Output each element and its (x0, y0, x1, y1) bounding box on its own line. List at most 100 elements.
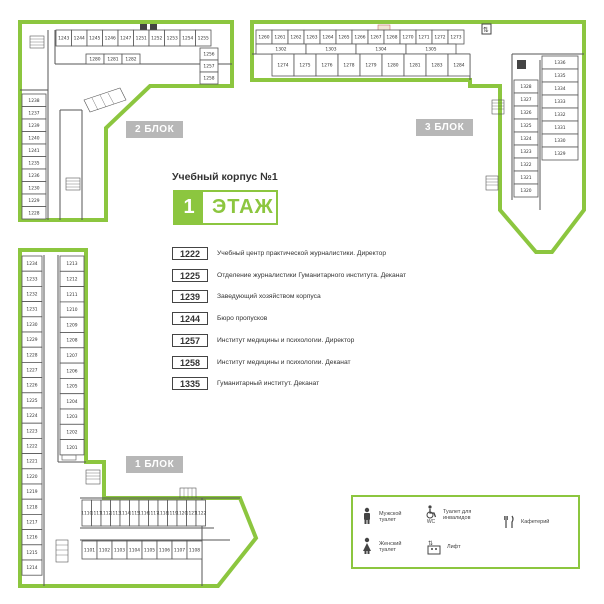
legend-row: 1222 Учебный центр практической журналис… (172, 246, 386, 261)
room-number: 1333 (554, 99, 565, 105)
legend-row: 1225 Отделение журналистики Гуманитарног… (172, 268, 406, 283)
room-number: 1205 (66, 384, 77, 390)
room-number: 1223 (26, 428, 37, 434)
room-number: 1215 (26, 550, 37, 556)
stairs-icon (491, 99, 505, 115)
room-number: 1252 (151, 36, 162, 42)
room-number: 1224 (26, 413, 37, 419)
room-number: 1239 (28, 123, 39, 129)
stairs-icon (83, 87, 127, 113)
room-number: 1244 (74, 36, 85, 42)
elevator-icon (140, 24, 157, 33)
room-number: 1324 (520, 136, 531, 142)
svg-text:⇅: ⇅ (483, 26, 489, 34)
room-number: 1334 (554, 86, 565, 92)
room-number: 1208 (66, 338, 77, 344)
key-male-toilet: Мужской туалет (361, 507, 411, 527)
room-number: 1209 (66, 322, 77, 328)
cafeteria-icon (504, 515, 514, 528)
room-number: 1235 (28, 160, 39, 166)
stairs-icon (179, 487, 197, 499)
room-number: 1116 (138, 511, 149, 517)
room-number: 1280 (387, 63, 398, 69)
key-elevator: ⇅ Лифт (427, 539, 461, 555)
key-elevator-label: Лифт (447, 543, 461, 550)
room-number: 1279 (365, 63, 376, 69)
elevator-icon: ⇅ (481, 23, 492, 35)
room-number: 1204 (66, 399, 77, 405)
block-2-label: 2 БЛОК (126, 121, 184, 138)
room-number: 1228 (28, 210, 39, 216)
room-number: 1258 (203, 76, 214, 82)
block-1-label: 1 БЛОК (126, 456, 184, 473)
key-female-toilet-label: Женский туалет (379, 540, 402, 554)
legend-room-number: 1335 (172, 377, 208, 390)
room-number: 1232 (26, 292, 37, 298)
room-number: 1214 (26, 565, 37, 571)
legend-room-number: 1258 (172, 356, 208, 369)
room-number: 1282 (125, 57, 136, 63)
room-number: 1201 (66, 445, 77, 451)
block-2-plan (18, 20, 234, 222)
legend-row: 1258 Институт медицины и психологии. Дек… (172, 355, 351, 370)
room-number: 1283 (431, 63, 442, 69)
room-number: 1262 (290, 35, 301, 41)
room-number: 1330 (554, 138, 565, 144)
room-cell (59, 439, 85, 456)
room-number: 1251 (136, 36, 147, 42)
floor-word: ЭТАЖ (212, 196, 274, 218)
room-number: 1210 (66, 307, 77, 313)
floor-badge: 1 ЭТАЖ (173, 190, 278, 225)
room-number: 1257 (203, 64, 214, 70)
legend-room-description: Гуманитарный институт. Деканат (217, 380, 320, 387)
room-number: 1108 (189, 548, 200, 554)
room-number: 1122 (195, 511, 206, 517)
room-number: 1211 (66, 292, 77, 298)
key-cafeteria: Кафетерий (503, 515, 549, 529)
stairs-icon (485, 175, 499, 191)
stairs-icon (65, 177, 81, 191)
room-number: 1226 (26, 383, 37, 389)
room-number: 1284 (453, 63, 464, 69)
legend-room-number: 1257 (172, 334, 208, 347)
legend-room-number: 1225 (172, 269, 208, 282)
room-number: 1322 (520, 162, 531, 168)
room-number: 1335 (554, 73, 565, 79)
room-number: 1206 (66, 368, 77, 374)
key-male-toilet-label: Мужской туалет (379, 510, 402, 524)
room-number: 1216 (26, 535, 37, 541)
room-number: 1110 (81, 511, 92, 517)
room-cell (199, 71, 219, 85)
room-number: 1217 (26, 520, 37, 526)
room-number: 1220 (26, 474, 37, 480)
room-number: 1327 (520, 97, 531, 103)
room-number: 1112 (100, 511, 111, 517)
room-cell (121, 53, 141, 65)
room-number: 1303 (325, 47, 336, 53)
room-number: 1230 (26, 322, 37, 328)
key-female-toilet: Женский туалет (361, 537, 411, 557)
room-number: 1264 (322, 35, 333, 41)
room-number: 1231 (26, 307, 37, 313)
room-number: 1326 (520, 110, 531, 116)
room-number: 1218 (26, 504, 37, 510)
room-number: 1104 (129, 548, 140, 554)
legend-room-description: Заведующий хозяйством корпуса (217, 293, 321, 300)
room-number: 1120 (176, 511, 187, 517)
male-toilet-icon (364, 507, 370, 524)
room-number: 1102 (99, 548, 110, 554)
room-number: 1254 (182, 36, 193, 42)
legend-room-description: Институт медицины и психологии. Директор (217, 337, 355, 344)
room-number: 1323 (520, 149, 531, 155)
room-number: 1229 (26, 337, 37, 343)
room-number: 1336 (554, 60, 565, 66)
legend-room-description: Учебный центр практической журналистики.… (217, 250, 387, 257)
legend-row: 1239 Заведующий хозяйством корпуса (172, 289, 321, 304)
room-number: 1114 (119, 511, 130, 517)
room-number: 1228 (26, 352, 37, 358)
room-cell (447, 53, 471, 77)
room-number: 1207 (66, 353, 77, 359)
room-number: 1241 (28, 148, 39, 154)
svg-text:⇅: ⇅ (428, 540, 433, 547)
